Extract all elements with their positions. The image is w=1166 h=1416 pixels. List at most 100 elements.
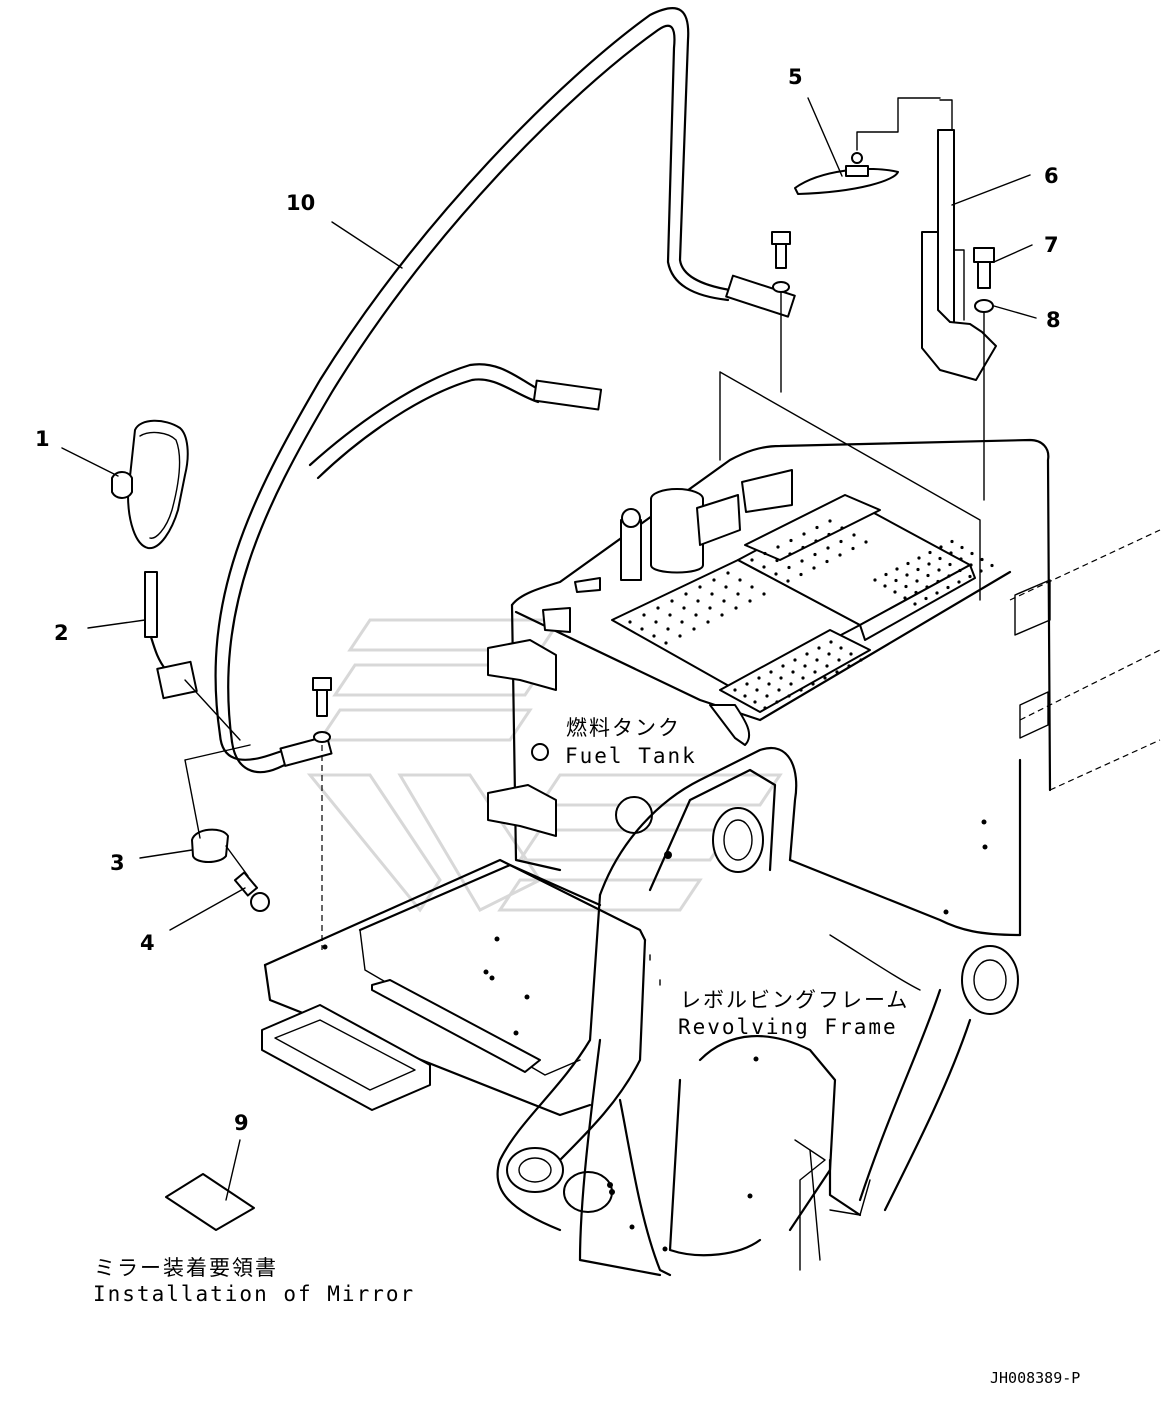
clamp xyxy=(184,744,251,863)
rivet xyxy=(787,565,791,570)
rivet xyxy=(935,591,939,595)
rivet xyxy=(937,568,941,572)
rivet xyxy=(906,561,910,566)
rivet xyxy=(813,552,817,557)
rivet xyxy=(837,658,841,662)
leader-lines xyxy=(61,97,1037,931)
rivet xyxy=(694,613,698,617)
rivet xyxy=(678,634,682,638)
rivet xyxy=(970,551,974,556)
rivet xyxy=(839,646,843,650)
rivet xyxy=(924,596,928,601)
rivet xyxy=(628,620,632,624)
rivet xyxy=(738,578,742,582)
rivet xyxy=(928,550,932,555)
rivet xyxy=(789,682,793,686)
rivet xyxy=(762,592,766,596)
rivet xyxy=(938,556,942,561)
rivet xyxy=(769,670,773,674)
rivet xyxy=(947,574,951,578)
rivet xyxy=(904,584,908,589)
rivet xyxy=(734,606,738,610)
rivet xyxy=(815,525,819,530)
rivet xyxy=(755,688,759,692)
callout-7: 7 xyxy=(1044,233,1059,257)
rivet xyxy=(696,599,700,603)
rivet xyxy=(925,585,929,589)
rivet xyxy=(802,532,806,536)
rivet xyxy=(840,526,844,530)
rivet xyxy=(753,700,757,704)
rivet xyxy=(913,602,917,606)
rivet xyxy=(656,606,660,610)
rivet xyxy=(903,596,907,600)
rivet xyxy=(642,613,646,617)
mirror xyxy=(111,419,189,550)
rivet xyxy=(775,700,779,704)
installation-label-en: Installation of Mirror xyxy=(93,1282,415,1306)
rivet xyxy=(803,664,807,668)
rivet xyxy=(763,706,767,710)
rivet xyxy=(936,579,940,584)
bolt xyxy=(225,845,270,912)
revolving-frame-label-en: Revolving Frame xyxy=(678,1015,898,1039)
rivet xyxy=(777,688,781,692)
rivet xyxy=(859,658,863,662)
rivet xyxy=(712,578,716,582)
rivet xyxy=(969,563,973,567)
rivet xyxy=(682,606,686,610)
revolving-frame xyxy=(261,529,1161,1277)
rivet xyxy=(708,606,712,610)
fuel-tank-label-en: Fuel Tank xyxy=(565,744,697,768)
rivet xyxy=(828,519,832,523)
rivet xyxy=(835,670,839,674)
rivet xyxy=(767,682,771,686)
callout-8: 8 xyxy=(1046,308,1061,332)
rivet xyxy=(979,569,983,573)
rivet xyxy=(652,634,656,638)
rivet xyxy=(776,545,780,549)
rivet xyxy=(813,670,817,674)
rivet xyxy=(720,613,724,617)
rivet xyxy=(915,579,919,583)
rivet xyxy=(825,664,829,668)
rivet xyxy=(883,584,887,588)
rivet xyxy=(765,694,769,698)
rivet xyxy=(801,676,805,680)
rivet xyxy=(757,676,761,680)
rivet xyxy=(640,627,644,631)
rivet xyxy=(750,558,754,562)
rivet xyxy=(949,551,953,555)
rivet xyxy=(926,573,930,578)
rivet xyxy=(786,579,790,583)
rivet xyxy=(873,578,877,582)
rivet xyxy=(950,539,954,544)
rivet xyxy=(774,572,778,576)
tank-rivets xyxy=(628,519,994,710)
rivet xyxy=(852,533,856,537)
rivet xyxy=(680,620,684,624)
installation-label-jp: ミラー装着要領書 xyxy=(94,1256,278,1280)
rivet xyxy=(799,688,803,692)
rivet xyxy=(692,627,696,631)
rivet xyxy=(666,627,670,631)
rivet xyxy=(726,571,730,575)
rivet xyxy=(736,592,740,596)
frame-bolt-holes xyxy=(322,819,988,1252)
rivet xyxy=(825,559,829,564)
rivet xyxy=(812,566,816,570)
fuel-tank-label-jp: 燃料タンク xyxy=(566,716,681,740)
rivet xyxy=(684,592,688,596)
rivet xyxy=(801,545,805,550)
callout-9: 9 xyxy=(234,1111,249,1135)
rivet xyxy=(762,565,766,569)
callout-10: 10 xyxy=(286,191,315,215)
callout-5: 5 xyxy=(788,65,803,89)
rivet xyxy=(745,682,749,686)
rivet xyxy=(698,585,702,589)
rivet xyxy=(851,546,855,551)
rivet xyxy=(914,590,918,595)
rivet xyxy=(957,580,961,584)
rivet xyxy=(775,558,779,563)
